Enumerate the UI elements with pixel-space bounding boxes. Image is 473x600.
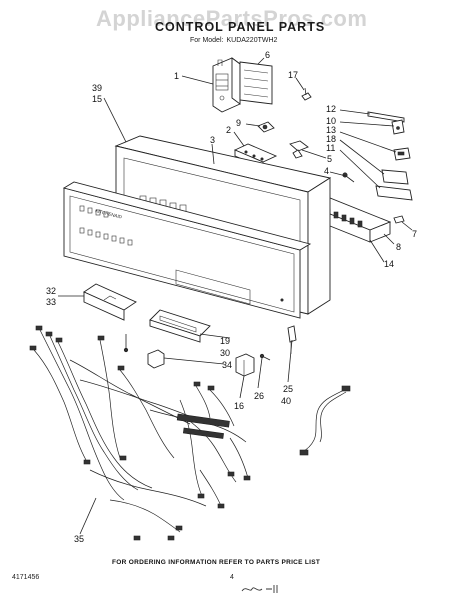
- part-circuit-board: [239, 61, 273, 105]
- part-rod-12: [367, 111, 405, 123]
- handwritten-mark: [240, 583, 280, 599]
- part-latch-13: [393, 147, 411, 161]
- part-plate-11: [375, 185, 413, 201]
- callout-5: 5: [327, 154, 332, 164]
- part-latch-10: [391, 119, 405, 135]
- part-clip-17: [301, 87, 312, 101]
- callout-9: 9: [236, 118, 241, 128]
- part-wire-harness-35: [29, 325, 251, 541]
- part-front-panel: [62, 181, 312, 319]
- panel-brand-label: KITCHENAID: [95, 208, 123, 220]
- callout-40: 40: [281, 396, 291, 406]
- handwritten-signature: [241, 585, 278, 593]
- part-plate-18: [381, 169, 409, 185]
- part-clip-7: [393, 215, 405, 224]
- callout-25: 25: [283, 384, 293, 394]
- part-wire-40: [299, 385, 351, 456]
- part-knob-5: [289, 140, 309, 159]
- model-line: For Model:KUDA220TWH2: [187, 37, 277, 44]
- page-number: 4: [230, 574, 234, 581]
- part-control-module: [212, 57, 241, 113]
- part-bracket-32: [83, 283, 137, 321]
- diagram-title: CONTROL PANEL PARTS: [155, 20, 326, 34]
- callout-labels: 1 6 17 39 15 3 2 9 12 10 13 18 11 5 4 7 …: [46, 50, 417, 544]
- part-knob-16: [235, 353, 255, 377]
- callout-15: 15: [92, 94, 102, 104]
- callout-8: 8: [396, 242, 401, 252]
- callout-18: 18: [326, 134, 336, 144]
- callout-2: 2: [226, 125, 231, 135]
- callout-11: 11: [326, 143, 335, 153]
- callout-13: 13: [326, 125, 336, 135]
- callout-16: 16: [234, 401, 244, 411]
- callout-6: 6: [265, 50, 270, 60]
- callout-7: 7: [412, 229, 417, 239]
- callout-33: 33: [46, 297, 56, 307]
- callout-32: 32: [46, 286, 56, 296]
- callout-34: 34: [222, 360, 232, 370]
- callout-19: 19: [220, 336, 230, 346]
- callout-17: 17: [288, 70, 298, 80]
- part-clip-34: [147, 349, 165, 369]
- part-bracket-9: [257, 121, 275, 133]
- callout-3: 3: [210, 135, 215, 145]
- watermark: AppliancePartsPros.com: [96, 6, 368, 31]
- callout-30: 30: [220, 348, 230, 358]
- callout-1: 1: [174, 71, 179, 81]
- callout-10: 10: [326, 116, 336, 126]
- part-screw-26: [259, 353, 271, 361]
- model-number: KUDA220TWH2: [226, 37, 278, 44]
- leader-lines: [58, 57, 413, 535]
- ordering-info-note: FOR ORDERING INFORMATION REFER TO PARTS …: [112, 559, 321, 566]
- model-label: For Model:: [190, 37, 224, 44]
- callout-35: 35: [74, 534, 84, 544]
- part-screw-4: [342, 172, 355, 183]
- callout-4: 4: [324, 166, 329, 176]
- part-retainer-19: [149, 309, 211, 343]
- callout-14: 14: [384, 259, 394, 269]
- callout-26: 26: [254, 391, 264, 401]
- callout-39: 39: [92, 83, 102, 93]
- document-number: 4171456: [12, 574, 40, 581]
- callout-12: 12: [326, 104, 336, 114]
